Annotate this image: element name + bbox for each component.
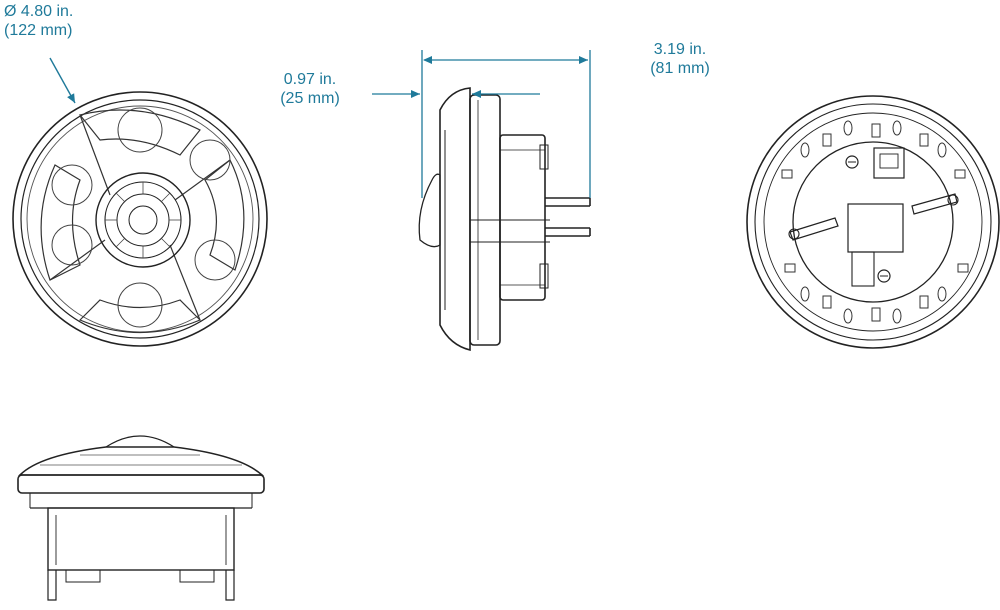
overall-depth-label: 3.19 in. (81 mm) [636,40,724,78]
overall-depth-metric: (81 mm) [650,60,710,77]
diameter-leader [49,57,76,104]
diameter-metric: (122 mm) [4,22,73,39]
flange-depth-label: 0.97 in. (25 mm) [270,70,350,108]
overall-depth-dimension [421,50,591,198]
flange-depth-imperial: 0.97 in. [283,71,337,88]
diameter-label: Ø 4.80 in. (122 mm) [4,2,73,40]
profile-view [17,435,265,601]
overall-depth-imperial: 3.19 in. [653,41,707,58]
rear-view [746,95,1000,349]
diameter-imperial: Ø 4.80 in. [4,3,74,20]
flange-depth-metric: (25 mm) [280,90,340,107]
front-view [12,91,268,347]
side-view [418,87,591,352]
